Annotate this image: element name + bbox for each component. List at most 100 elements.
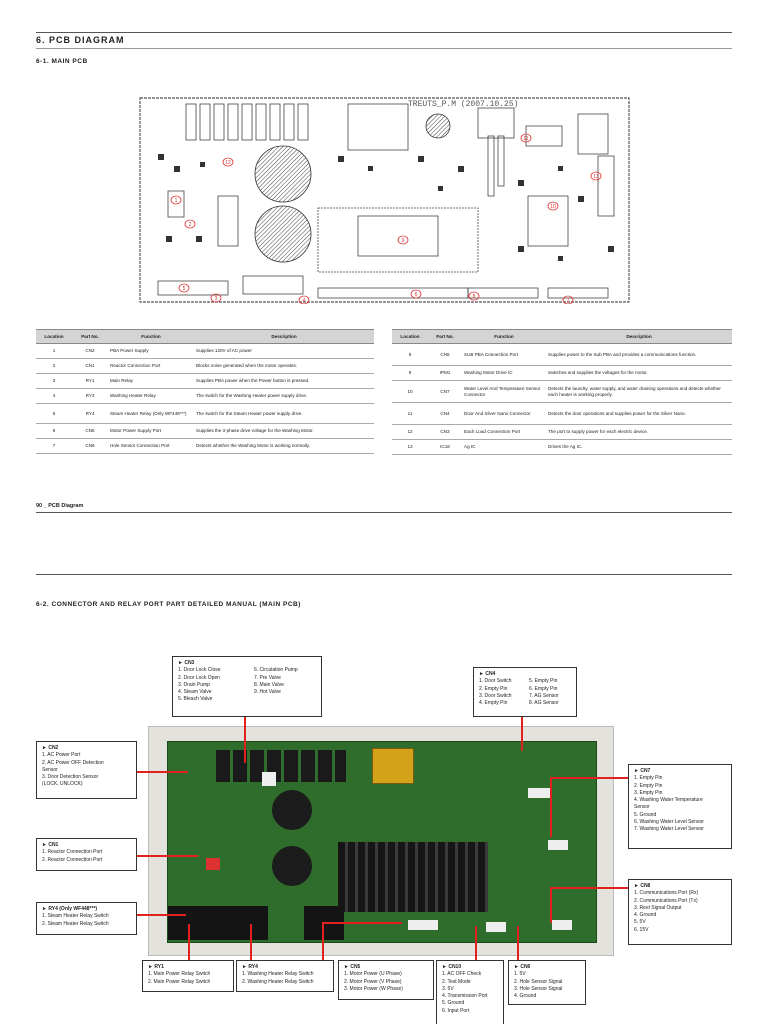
cell-location: 11: [392, 402, 428, 425]
cell-part-no: CN3: [428, 424, 462, 440]
callout-item: 3. Empty Pin: [634, 789, 663, 796]
col-header-function: Function: [462, 329, 546, 344]
leader-cn7-v: [550, 777, 552, 837]
callout-item: 2. Communications Port (Tx): [634, 897, 698, 904]
cell-description: Supplies power to the Sub PBA and provid…: [546, 343, 732, 366]
callout-title: ► RY1: [148, 964, 164, 970]
callout-ry4: ► RY4 (Only WF448***) 1. Steam Heater Re…: [36, 902, 137, 935]
cell-description: The port to supply power for each electr…: [546, 424, 732, 440]
cell-function: Washing Motor Drive IC: [462, 365, 546, 381]
cell-location: 13: [392, 439, 428, 455]
callout-cn2: ► CN2 1. AC Power Port 2. AC Power OFF D…: [36, 741, 137, 799]
marker-2: 2: [189, 222, 192, 228]
footer-rule: [36, 512, 732, 513]
subsection-title-connector-manual: 6-2. CONNECTOR AND RELAY PORT PART DETAI…: [36, 601, 301, 608]
callout-cn4: ► CN4 1. Door Switch 2. Empty Pin 3. Doo…: [473, 667, 577, 717]
cell-part-no: CN6: [72, 438, 108, 454]
heatsink: [338, 842, 488, 912]
callout-item: 2. Motor Power (V Phase): [344, 978, 402, 985]
callout-cn5: ► CN5 1. Motor Power (U Phase) 2. Motor …: [338, 960, 434, 1000]
callout-item: 1. Motor Power (U Phase): [344, 971, 402, 978]
col-header-part-no: Part No.: [428, 329, 462, 344]
callout-ry3: ► RY4 1. Washing Heater Relay Switch 2. …: [236, 960, 334, 992]
callout-item: 1. Steam Heater Relay Switch: [42, 913, 109, 920]
cell-description: The switch for the Washing Heater power …: [194, 388, 374, 404]
callout-item: 6. Input Port: [442, 1007, 470, 1014]
callout-item: 6. Empty Pin: [529, 685, 558, 692]
callout-cn1: ► CN1 1. Reactor Connection Port 2. Reac…: [36, 838, 137, 871]
cell-location: 9: [392, 365, 428, 381]
callout-item: Sensor: [42, 766, 58, 773]
cell-location: 6: [36, 423, 72, 439]
callout-item: 3. Drain Pump: [178, 681, 210, 688]
leader-cn8: [550, 887, 628, 889]
leader-cn1: [136, 855, 198, 857]
cell-function: PBA Power Supply: [108, 343, 194, 359]
cell-description: Detects the door operations and supplies…: [546, 402, 732, 425]
cn10-connector: [486, 922, 506, 932]
callout-item: 5. Bleach Valve: [178, 696, 213, 703]
marker-1: 1: [175, 198, 178, 204]
cn5-connector: [408, 920, 438, 930]
cell-description: Switches and supplies the voltages for t…: [546, 365, 732, 381]
callout-title: ► CN2: [42, 745, 59, 751]
callout-item: 1. Reactor Connection Port: [42, 849, 103, 856]
marker-8: 8: [473, 294, 476, 300]
cell-location: 12: [392, 424, 428, 440]
pcb-drawing: TREUTS_P.M (2007.10.25) 1 2 3 4 5 6 7 8 …: [139, 97, 630, 304]
callout-item: 1. Communications Port (Rx): [634, 890, 699, 897]
callout-item: 3. Door Switch: [479, 692, 512, 699]
marker-11: 11: [523, 136, 528, 142]
leader-cn6: [517, 926, 519, 960]
cn4-connector: [528, 788, 550, 798]
cn3-connector: [262, 772, 276, 786]
callout-item: 3. Reel Signal Output: [634, 904, 682, 911]
callout-item: 1. AC Power Port: [42, 752, 81, 759]
cell-part-no: RY3: [72, 388, 108, 404]
leader-cn10: [475, 926, 477, 960]
marker-3: 3: [215, 296, 218, 302]
marker-7: 7: [567, 298, 570, 304]
cell-part-no: RY4: [72, 403, 108, 424]
callout-item: 3. Door Detection Sensor: [42, 774, 99, 780]
cell-function: Washing Heater Relay: [108, 388, 194, 404]
cell-part-no: CN5: [72, 423, 108, 439]
section-title: 6. PCB DIAGRAM: [36, 35, 125, 45]
callout-item: 2. Empty Pin: [479, 685, 508, 692]
cell-description: Supplies 120V of AC power: [194, 343, 374, 359]
leader-ry1: [188, 924, 190, 960]
callout-item: 8. Main Valve: [254, 681, 284, 688]
cell-function: Motor Power Supply Port: [108, 423, 194, 439]
callout-item: 2. Reactor Connection Port: [42, 856, 103, 863]
capacitor-1: [272, 790, 312, 830]
callout-item: 1. Door Switch: [479, 678, 512, 685]
cell-function: Reactor Connection Port: [108, 358, 194, 374]
callout-item: (LOCK, UNLOCK): [42, 781, 83, 788]
subsection-title-main-pcb: 6-1. MAIN PCB: [36, 58, 88, 65]
callout-title: ► CN8: [634, 883, 651, 889]
callout-item: 2. Empty Pin: [634, 782, 663, 789]
cell-part-no: CN7: [428, 380, 462, 403]
callout-item: 1. Empty Pin: [634, 775, 663, 782]
leader-cn4: [521, 717, 523, 751]
callout-item: 4. Steam Valve: [178, 689, 212, 695]
cell-part-no: IC18: [428, 439, 462, 455]
callout-item: 1. Washing Heater Relay Switch: [242, 971, 314, 978]
cell-description: Blocks noise generated when the motor op…: [194, 358, 374, 374]
leader-cn5-h: [322, 922, 402, 924]
cell-location: 5: [36, 403, 72, 424]
cell-description: Supplies PBA power when the Power button…: [194, 373, 374, 389]
callout-item: 1. AC OFF Check: [442, 971, 482, 978]
callout-title: ► CN6: [514, 964, 531, 970]
callout-item: 6. Circulation Pump: [254, 667, 298, 674]
callout-item: Sensor: [634, 804, 650, 811]
callout-title: ► CN7: [634, 768, 651, 774]
top-rule: [36, 32, 732, 33]
cell-description: Supplies the 3-phase drive voltage for t…: [194, 423, 374, 439]
marker-9: 9: [402, 238, 405, 244]
callout-item: 2. Main Power Relay Switch: [148, 978, 211, 985]
